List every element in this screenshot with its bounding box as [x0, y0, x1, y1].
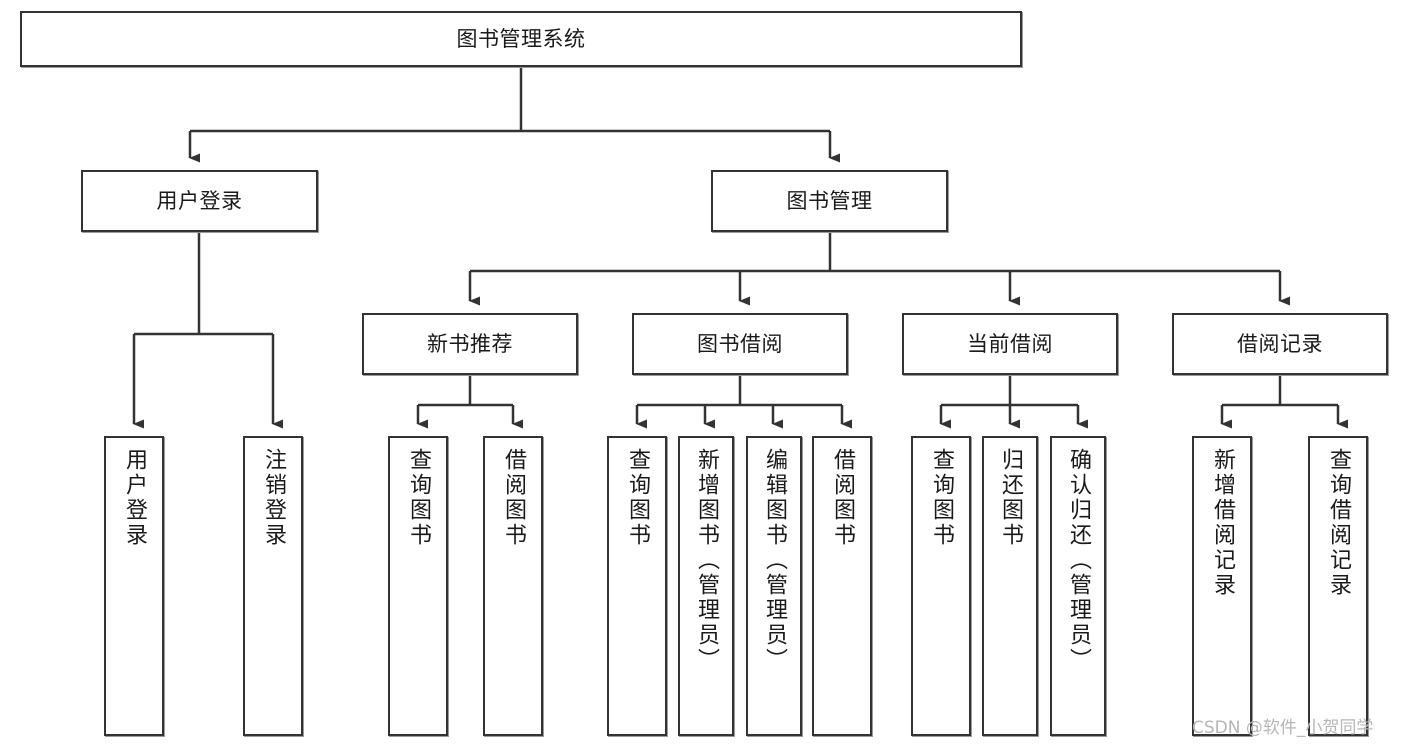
node-leaf-query-book-2[interactable]: 查询图书: [607, 436, 667, 736]
node-borrow-record-label: 借阅记录: [1237, 331, 1323, 356]
node-leaf-confirm-return-label: 确认归还（管理员）: [1066, 448, 1091, 673]
node-leaf-borrow-book-1[interactable]: 借阅图书: [483, 436, 543, 736]
node-leaf-add-book-label: 新增图书（管理员）: [694, 448, 719, 673]
node-leaf-borrow-book-2-label: 借阅图书: [830, 448, 855, 548]
node-new-book-recommend-label: 新书推荐: [427, 331, 513, 356]
node-root-label: 图书管理系统: [456, 26, 586, 51]
node-leaf-query-book-3[interactable]: 查询图书: [911, 436, 971, 736]
node-borrow-record[interactable]: 借阅记录: [1172, 313, 1388, 375]
node-leaf-query-record-label: 查询借阅记录: [1326, 448, 1351, 598]
node-leaf-add-record[interactable]: 新增借阅记录: [1192, 436, 1252, 736]
node-book-borrow[interactable]: 图书借阅: [632, 313, 848, 375]
node-current-borrow-label: 当前借阅: [967, 331, 1053, 356]
node-current-borrow[interactable]: 当前借阅: [902, 313, 1118, 375]
node-leaf-query-book-1[interactable]: 查询图书: [388, 436, 448, 736]
node-leaf-query-book-1-label: 查询图书: [406, 448, 431, 548]
node-leaf-logout-label: 注销登录: [261, 448, 286, 548]
node-leaf-return-book-label: 归还图书: [998, 448, 1023, 548]
node-leaf-confirm-return[interactable]: 确认归还（管理员）: [1050, 436, 1106, 736]
node-leaf-edit-book-label: 编辑图书（管理员）: [762, 448, 787, 673]
node-book-borrow-label: 图书借阅: [697, 331, 783, 356]
node-leaf-query-book-3-label: 查询图书: [929, 448, 954, 548]
node-root[interactable]: 图书管理系统: [20, 11, 1022, 67]
node-leaf-return-book[interactable]: 归还图书: [982, 436, 1038, 736]
node-new-book-recommend[interactable]: 新书推荐: [362, 313, 578, 375]
node-leaf-user-login-label: 用户登录: [122, 448, 147, 548]
node-book-management-label: 图书管理: [786, 188, 873, 213]
node-user-login[interactable]: 用户登录: [81, 170, 318, 232]
node-leaf-borrow-book-2[interactable]: 借阅图书: [812, 436, 872, 736]
node-book-management[interactable]: 图书管理: [711, 170, 948, 232]
node-leaf-query-book-2-label: 查询图书: [625, 448, 650, 548]
node-leaf-add-book[interactable]: 新增图书（管理员）: [678, 436, 734, 736]
node-leaf-user-login[interactable]: 用户登录: [104, 436, 164, 736]
node-leaf-add-record-label: 新增借阅记录: [1210, 448, 1235, 598]
node-leaf-query-record[interactable]: 查询借阅记录: [1308, 436, 1368, 736]
node-leaf-edit-book[interactable]: 编辑图书（管理员）: [746, 436, 802, 736]
node-leaf-logout[interactable]: 注销登录: [243, 436, 303, 736]
node-leaf-borrow-book-1-label: 借阅图书: [501, 448, 526, 548]
node-user-login-label: 用户登录: [156, 188, 243, 213]
